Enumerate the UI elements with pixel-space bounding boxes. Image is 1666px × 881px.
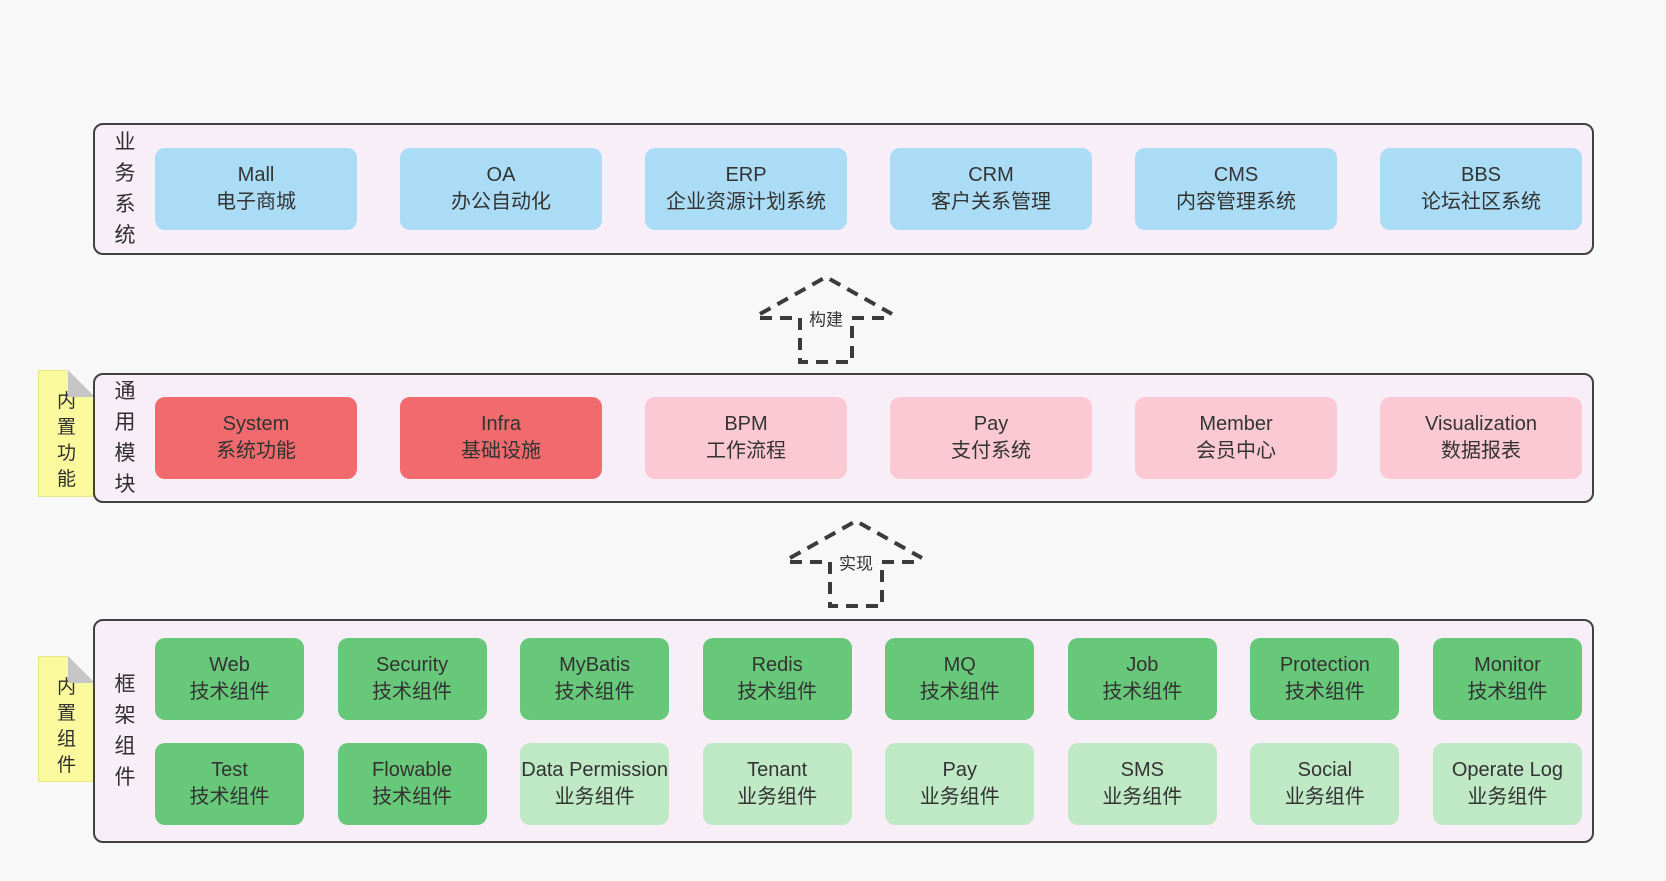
dashed-up-arrow-icon <box>789 518 923 608</box>
node-mall: Mall 电子商城 <box>155 148 357 230</box>
arrow-build: 构建 <box>756 272 896 368</box>
arrow-label: 构建 <box>804 303 848 333</box>
framework-components-panel: 框架组件 Web 技术组件 Security 技术组件 MyBatis 技术组件… <box>93 619 1594 843</box>
node-pay-system: Pay 支付系统 <box>890 397 1092 479</box>
arrow-implement: 实现 <box>786 516 926 612</box>
node-flowable: Flowable 技术组件 <box>337 743 487 825</box>
node-monitor: Monitor 技术组件 <box>1432 638 1582 720</box>
sticky-note-text: 内置功能 <box>56 391 76 490</box>
node-operate-log: Operate Log 业务组件 <box>1432 743 1582 825</box>
sticky-note-text: 内置组件 <box>56 677 76 776</box>
node-social: Social 业务组件 <box>1250 743 1400 825</box>
node-visualization: Visualization 数据报表 <box>1380 397 1582 479</box>
node-tenant: Tenant 业务组件 <box>702 743 852 825</box>
node-data-permission: Data Permission 业务组件 <box>520 743 670 825</box>
node-oa: OA 办公自动化 <box>400 148 602 230</box>
arrow-label: 实现 <box>834 547 878 577</box>
panel-title-framework-components: 框架组件 <box>114 673 136 789</box>
framework-components-row-2: Test 技术组件 Flowable 技术组件 Data Permission … <box>155 743 1582 825</box>
business-systems-panel: 业务系统 Mall 电子商城 OA 办公自动化 ERP 企业资源计划系统 CRM… <box>93 123 1594 255</box>
node-infra: Infra 基础设施 <box>400 397 602 479</box>
framework-components-row-1: Web 技术组件 Security 技术组件 MyBatis 技术组件 Redi… <box>155 638 1582 720</box>
folded-corner-icon <box>68 656 95 683</box>
framework-components-grid: Web 技术组件 Security 技术组件 MyBatis 技术组件 Redi… <box>155 621 1592 841</box>
node-redis: Redis 技术组件 <box>702 638 852 720</box>
node-security: Security 技术组件 <box>337 638 487 720</box>
node-erp: ERP 企业资源计划系统 <box>645 148 847 230</box>
sticky-note-built-in-features: 内置功能 <box>38 370 95 497</box>
business-systems-row: Mall 电子商城 OA 办公自动化 ERP 企业资源计划系统 CRM 客户关系… <box>155 125 1592 253</box>
node-system: System 系统功能 <box>155 397 357 479</box>
node-bpm: BPM 工作流程 <box>645 397 847 479</box>
node-test: Test 技术组件 <box>155 743 304 825</box>
node-mq: MQ 技术组件 <box>885 638 1035 720</box>
node-protection: Protection 技术组件 <box>1250 638 1400 720</box>
sticky-note-built-in-components: 内置组件 <box>38 656 95 782</box>
folded-corner-icon <box>68 370 95 397</box>
panel-title-common-modules: 通用模块 <box>114 380 136 496</box>
node-cms: CMS 内容管理系统 <box>1135 148 1337 230</box>
node-crm: CRM 客户关系管理 <box>890 148 1092 230</box>
node-job: Job 技术组件 <box>1067 638 1217 720</box>
node-bbs: BBS 论坛社区系统 <box>1380 148 1582 230</box>
panel-title-business-systems: 业务系统 <box>114 131 136 247</box>
node-pay-biz: Pay 业务组件 <box>885 743 1035 825</box>
node-web: Web 技术组件 <box>155 638 304 720</box>
common-modules-row: System 系统功能 Infra 基础设施 BPM 工作流程 Pay 支付系统… <box>155 375 1592 501</box>
common-modules-panel: 通用模块 System 系统功能 Infra 基础设施 BPM 工作流程 Pay… <box>93 373 1594 503</box>
dashed-up-arrow-icon <box>759 274 893 364</box>
node-mybatis: MyBatis 技术组件 <box>520 638 670 720</box>
node-member: Member 会员中心 <box>1135 397 1337 479</box>
node-sms: SMS 业务组件 <box>1067 743 1217 825</box>
